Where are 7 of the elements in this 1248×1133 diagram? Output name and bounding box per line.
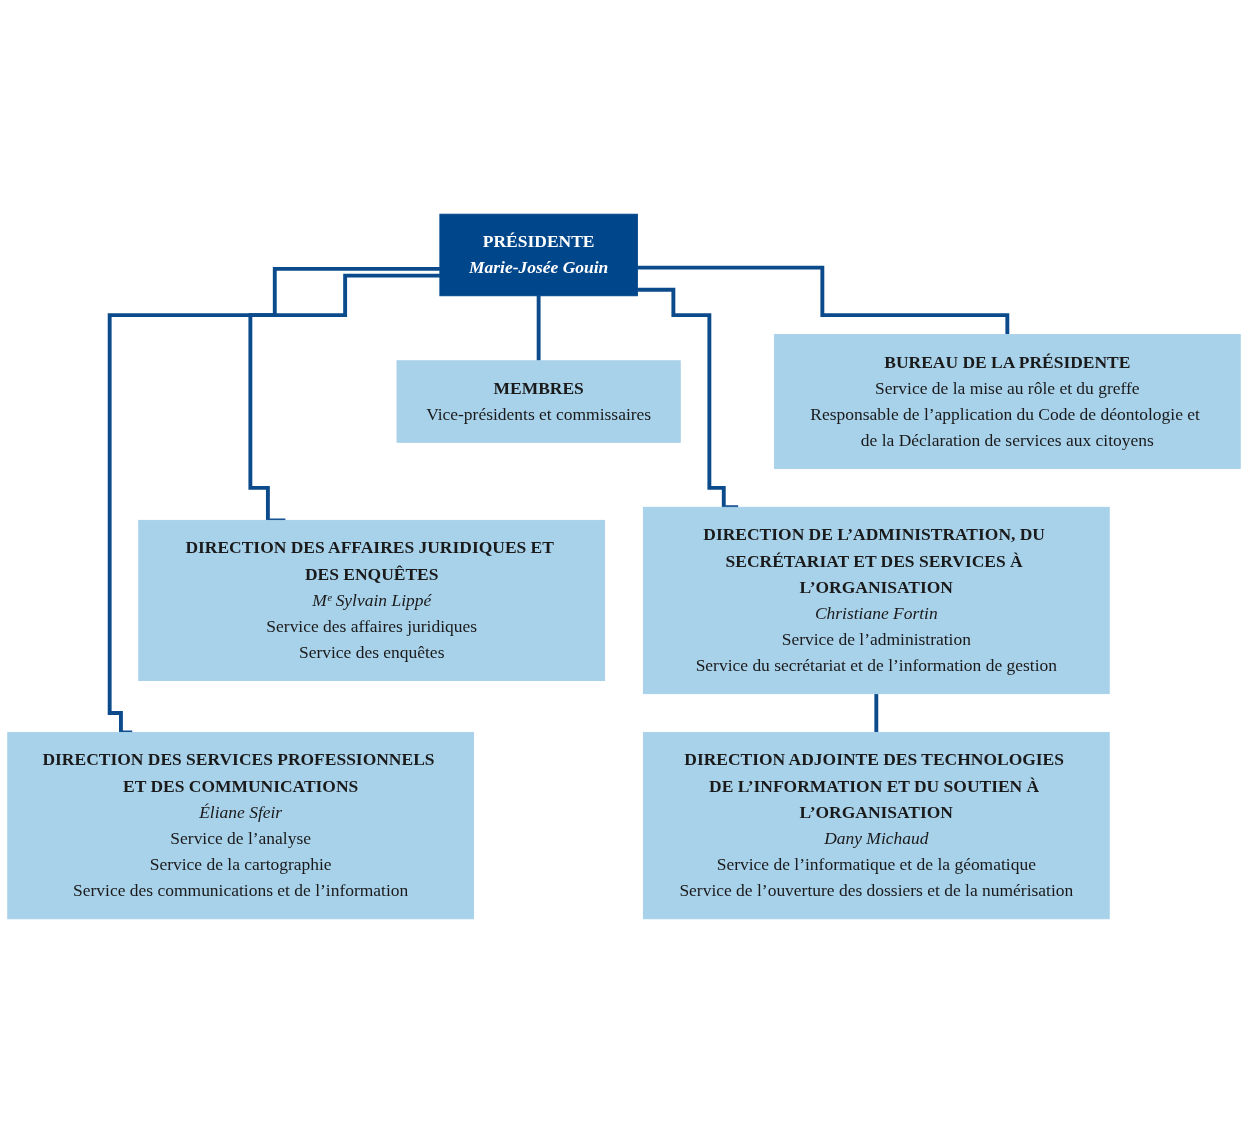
- node-box: DIRECTION ADJOINTE DES TECHNOLOGIES DE L’INFORMATION ET DU SOUTIEN À L’ORGANISATION Dany Michaud Service de l’informatique et de la géomatique Service de l’ouverture des dossiers et de la numérisation: [642, 731, 1110, 920]
- node-box: DIRECTION DES SERVICES PROFESSIONNELS ET DES COMMUNICATIONS Éliane Sfeir Service de l’analyse Service de la cartographie Service des communications et de l’information: [7, 731, 475, 920]
- node-box: PRÉSIDENTE Marie-Josée Gouin: [439, 213, 638, 297]
- node-box: DIRECTION DES AFFAIRES JURIDIQUES ET DES ENQUÊTES Mᵉ Sylvain Lippé Service des affaires juridiques Service des enquêtes: [138, 519, 606, 681]
- node-box: DIRECTION DE L’ADMINISTRATION, DU SECRÉTARIAT ET DES SERVICES À L’ORGANISATION Christiane Fortin Service de l’administration Service du secrétariat et de l’information de gestion: [642, 506, 1110, 695]
- node-box: BUREAU DE LA PRÉSIDENTE Service de la mise au rôle et du greffe Responsable de l’application du Code de déontologie et de la Déclaration de services aux citoyens: [773, 334, 1241, 469]
- node-box: MEMBRES Vice-présidents et commissaires: [396, 360, 681, 443]
